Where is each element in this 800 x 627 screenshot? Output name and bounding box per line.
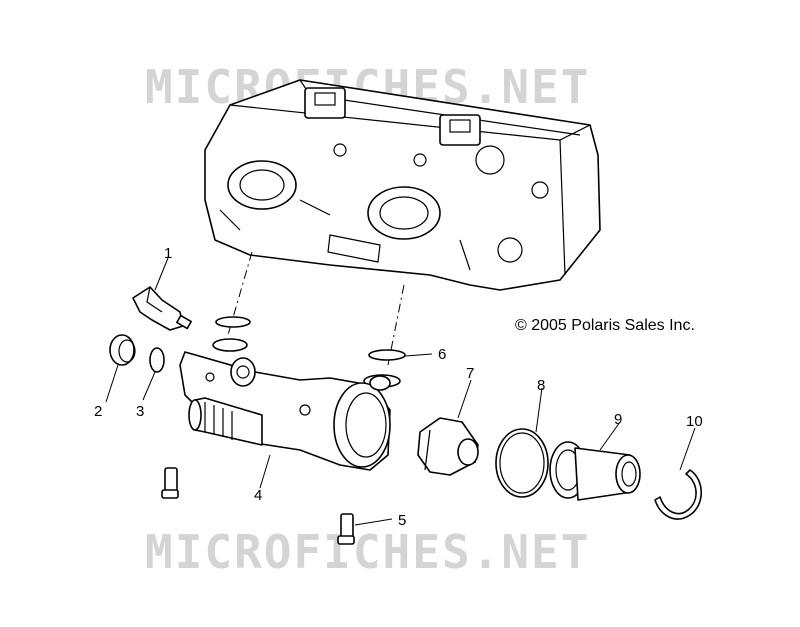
- cap-part-2: [109, 334, 136, 366]
- callout-4: 4: [254, 487, 262, 504]
- callout-3: 3: [136, 403, 144, 420]
- seal-ring-part-8: [495, 428, 549, 498]
- copyright-text: © 2005 Polaris Sales Inc.: [515, 317, 695, 334]
- watermark-bottom: MICROFICHES.NET: [145, 525, 590, 579]
- thermostat-part-7: [417, 417, 479, 476]
- callout-5: 5: [398, 512, 406, 529]
- bolt-part-5: [337, 513, 355, 545]
- leader-lines: [105, 257, 696, 526]
- o-ring-part-3: [149, 347, 165, 373]
- callout-1: 1: [164, 245, 172, 262]
- callout-7: 7: [466, 365, 474, 382]
- housing-part-4: [179, 351, 391, 471]
- sensor-part-1: [132, 286, 192, 331]
- cylinder-head: [204, 79, 601, 291]
- alignment-line-right: [387, 284, 405, 366]
- fitting-part-9: [549, 441, 641, 501]
- callout-9: 9: [614, 411, 622, 428]
- o-ring-6: [368, 349, 406, 361]
- callout-6: 6: [438, 346, 446, 363]
- callout-10: 10: [686, 413, 703, 430]
- o-ring-left: [212, 338, 248, 352]
- alignment-line-left: [227, 251, 253, 336]
- snap-ring-part-10: [654, 469, 703, 520]
- o-ring-upper-left: [215, 316, 251, 328]
- callout-2: 2: [94, 403, 102, 420]
- callout-8: 8: [537, 377, 545, 394]
- bolt-left: [161, 467, 179, 499]
